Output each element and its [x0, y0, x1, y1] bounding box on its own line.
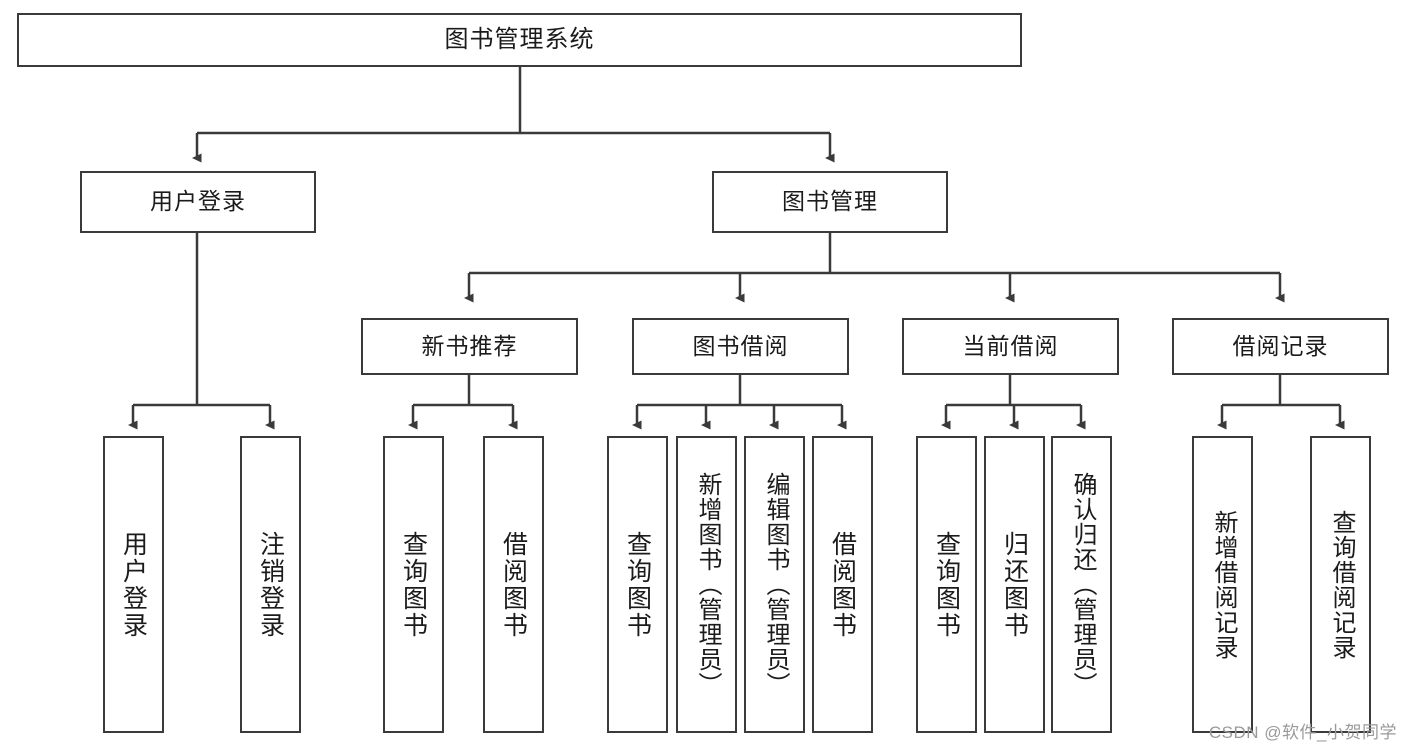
node-label: 查询图书 — [399, 530, 428, 639]
node-label: 编辑图书（管理员） — [761, 472, 789, 697]
leaf-query-book-current[interactable]: 查询图书 — [916, 436, 977, 733]
leaf-borrow-book-new[interactable]: 借阅图书 — [483, 436, 544, 733]
node-label: 当前借阅 — [962, 332, 1059, 359]
node-label: 借阅图书 — [828, 530, 857, 639]
leaf-borrow-book[interactable]: 借阅图书 — [812, 436, 873, 733]
node-label: 用户登录 — [150, 188, 246, 215]
leaf-query-book-borrow[interactable]: 查询图书 — [607, 436, 668, 733]
leaf-query-book-new[interactable]: 查询图书 — [383, 436, 444, 733]
leaf-add-borrow-record[interactable]: 新增借阅记录 — [1192, 436, 1253, 733]
node-user-login[interactable]: 用户登录 — [80, 171, 316, 233]
node-new-book-recommend[interactable]: 新书推荐 — [361, 318, 578, 375]
node-label: 新增图书（管理员） — [693, 472, 721, 697]
node-label: 图书借阅 — [692, 332, 789, 359]
leaf-return-book[interactable]: 归还图书 — [984, 436, 1045, 733]
node-label: 确认归还（管理员） — [1068, 472, 1096, 697]
leaf-add-book-admin[interactable]: 新增图书（管理员） — [676, 436, 737, 733]
node-label: 新书推荐 — [421, 332, 518, 359]
node-book-borrow[interactable]: 图书借阅 — [632, 318, 849, 375]
node-root-system[interactable]: 图书管理系统 — [17, 13, 1022, 67]
node-label: 图书管理系统 — [444, 25, 595, 53]
node-label: 查询借阅记录 — [1327, 509, 1355, 660]
node-label: 新增借阅记录 — [1209, 509, 1237, 660]
node-label: 借阅记录 — [1232, 332, 1329, 359]
leaf-user-logout[interactable]: 注销登录 — [240, 436, 301, 733]
node-current-borrow[interactable]: 当前借阅 — [902, 318, 1119, 375]
leaf-confirm-return-admin[interactable]: 确认归还（管理员） — [1051, 436, 1112, 733]
node-label: 图书管理 — [782, 188, 878, 215]
node-label: 借阅图书 — [499, 530, 528, 639]
leaf-user-login[interactable]: 用户登录 — [103, 436, 164, 733]
leaf-edit-book-admin[interactable]: 编辑图书（管理员） — [744, 436, 805, 733]
node-label: 查询图书 — [932, 530, 961, 639]
node-label: 查询图书 — [623, 530, 652, 639]
node-label: 注销登录 — [256, 530, 285, 639]
leaf-query-borrow-record[interactable]: 查询借阅记录 — [1310, 436, 1371, 733]
node-book-management[interactable]: 图书管理 — [712, 171, 948, 233]
node-label: 用户登录 — [119, 530, 148, 639]
node-borrow-record[interactable]: 借阅记录 — [1172, 318, 1389, 375]
node-label: 归还图书 — [1000, 530, 1029, 639]
